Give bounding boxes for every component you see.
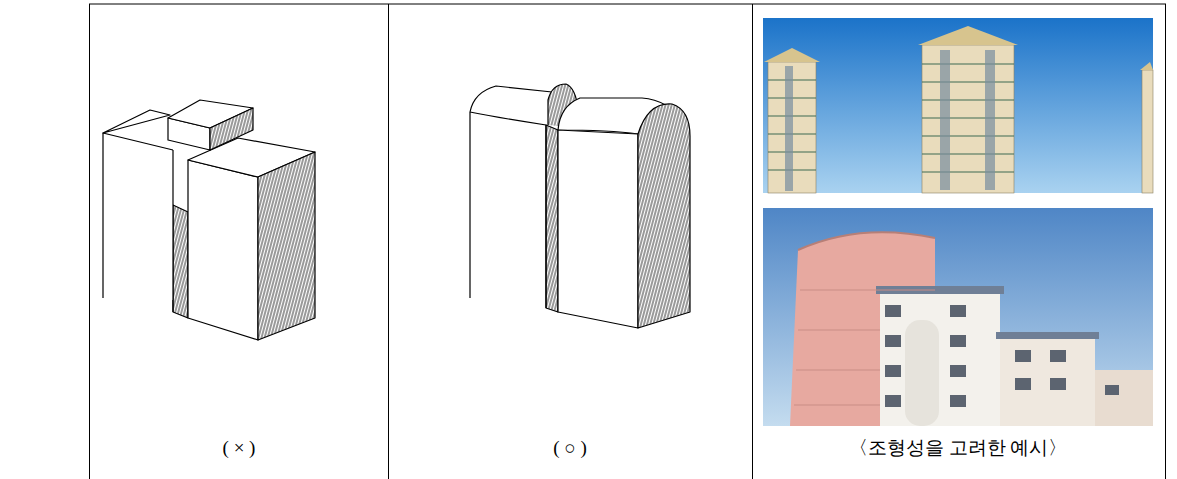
table-cell-label: 〈조형성을 고려한 예시〉 <box>849 437 1068 460</box>
table-cell-label: ( × ) <box>223 437 256 460</box>
building-drawing-good <box>470 84 690 328</box>
photo-curved-building <box>763 208 1153 426</box>
table-cell-label: ( ○ ) <box>553 437 587 460</box>
table-grid <box>89 4 1166 479</box>
building-drawing-bad <box>103 100 315 340</box>
photo-towers <box>763 18 1153 193</box>
